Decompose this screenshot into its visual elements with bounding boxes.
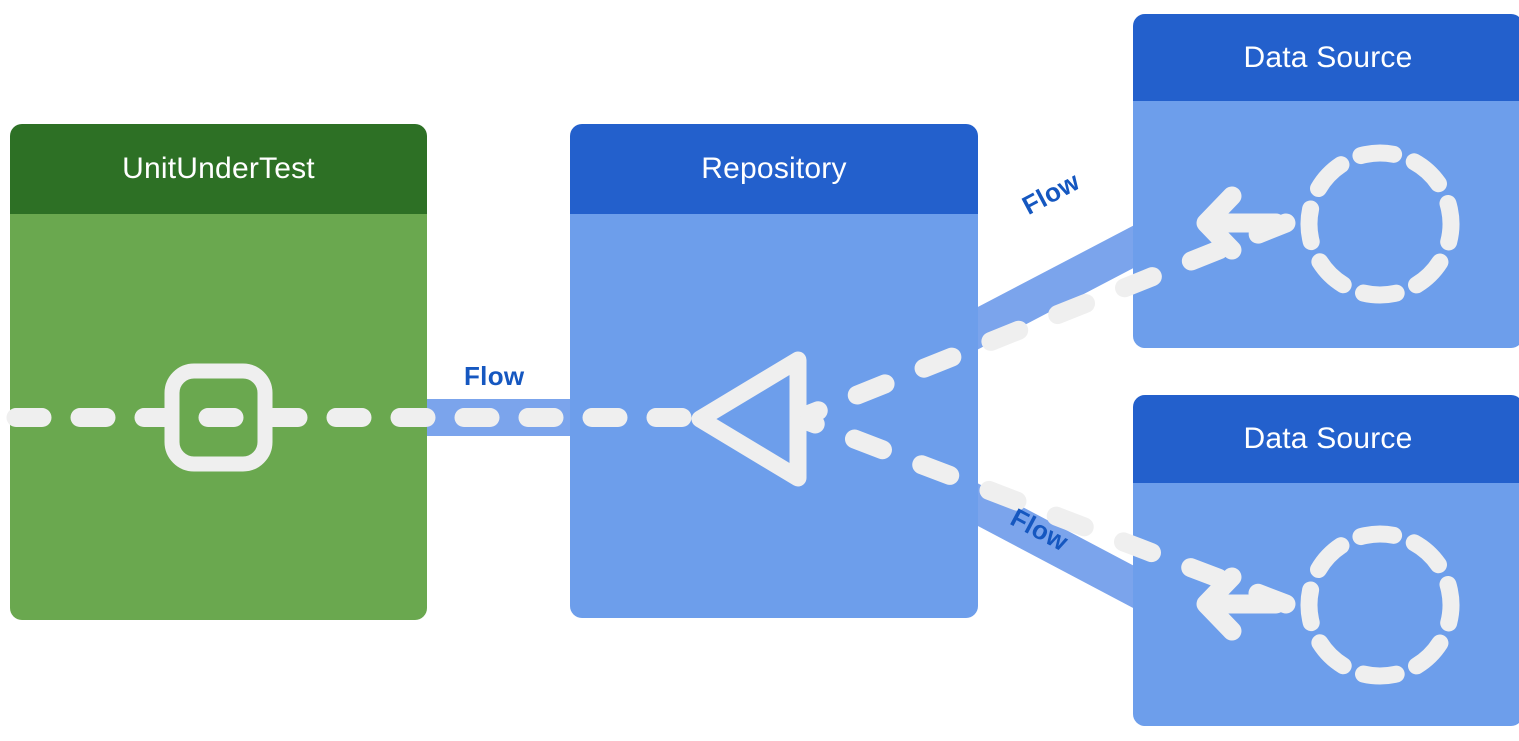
dashed-circle-icon-top [1300,144,1460,304]
node-data-source-top-header: Data Source [1133,14,1519,101]
flow-line-bottom [800,412,1296,614]
flow-label-main: Flow [464,361,525,391]
node-data-source-bottom[interactable]: Data Source [1133,395,1519,726]
flow-line-top [800,213,1296,424]
node-repository-body [570,214,978,618]
node-repository-header: Repository [570,124,978,214]
node-data-source-bottom-label: Data Source [1243,422,1413,455]
left-arrow-icon-top [1196,186,1286,260]
left-triangle-icon [691,351,807,487]
node-data-source-bottom-header: Data Source [1133,395,1519,483]
node-unit-under-test-label: UnitUnderTest [122,152,315,185]
node-repository[interactable]: Repository [570,124,978,618]
left-arrow-icon-bottom [1196,567,1286,641]
dashed-circle-icon-bottom [1300,525,1460,685]
node-unit-under-test-header: UnitUnderTest [10,124,427,214]
node-data-source-top-label: Data Source [1243,40,1413,74]
node-repository-label: Repository [701,152,847,185]
